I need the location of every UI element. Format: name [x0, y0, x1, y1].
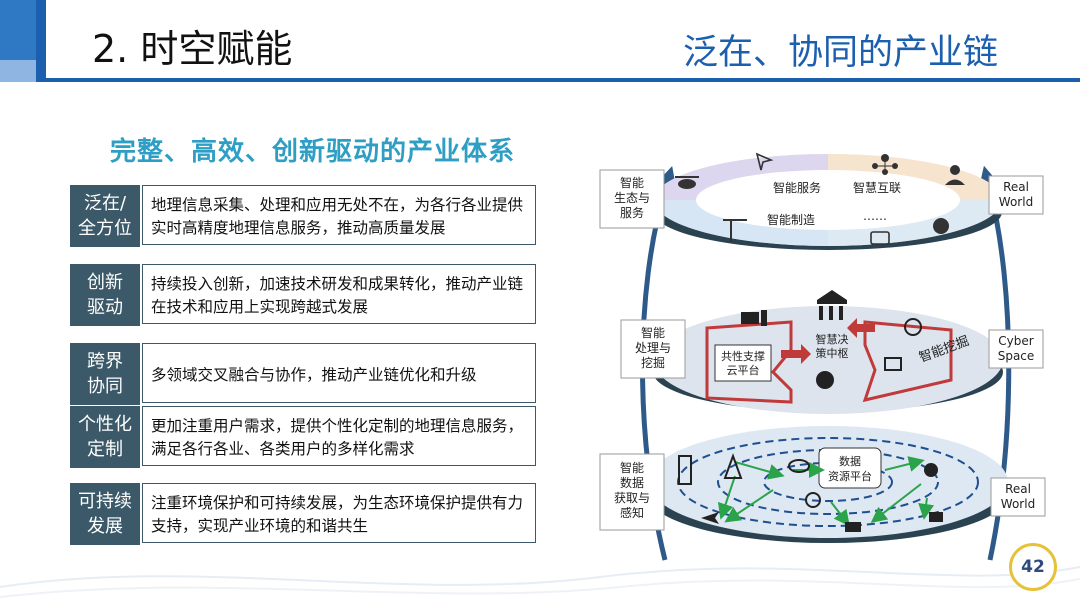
feature-desc: 注重环境保护和可持续发展，为生态环境保护提供有力支持，实现产业环境的和谐共生 [142, 483, 536, 543]
svg-text:获取与: 获取与 [614, 491, 650, 505]
svg-text:Real: Real [1005, 482, 1031, 496]
header-accent-block [0, 0, 36, 60]
left-label-top: 智能 生态与 服务 [599, 169, 665, 229]
bottom-disc: 数据 资源平台 [648, 426, 1008, 543]
feature-tag: 个性化 定制 [70, 406, 140, 468]
svg-text:处理与: 处理与 [635, 341, 671, 355]
bank-icon [817, 290, 847, 320]
satellite-icon [929, 512, 943, 522]
feature-row-sustainability: 可持续 发展 注重环境保护和可持续发展，为生态环境保护提供有力支持，实现产业环境… [70, 483, 538, 545]
svg-text:生态与: 生态与 [614, 191, 650, 205]
svg-text:World: World [1001, 497, 1035, 511]
svg-text:数据: 数据 [620, 475, 644, 490]
gear-cluster-icon [805, 492, 821, 508]
right-label-bottom: Real World [990, 477, 1046, 517]
cursor-icon [755, 152, 774, 171]
globe-icon [933, 218, 949, 234]
quadrant-smart-manufacturing: 智能制造 [767, 212, 815, 227]
feature-desc: 更加注重用户需求，提供个性化定制的地理信息服务，满足各行各业、各类用户的多样化需… [142, 406, 536, 466]
top-disc: 智能服务 智慧互联 智能制造 …… [654, 152, 1002, 250]
svg-text:Real: Real [1003, 180, 1029, 194]
header-accent-bar [36, 0, 46, 82]
crane-icon [723, 219, 747, 242]
section-title: 完整、高效、创新驱动的产业体系 [110, 137, 516, 167]
svg-text:策中枢: 策中枢 [816, 346, 849, 360]
svg-text:World: World [999, 195, 1033, 209]
feature-tag: 泛在/ 全方位 [70, 185, 140, 247]
right-label-top: Real World [988, 175, 1044, 215]
quadrant-smart-interconnect: 智慧互联 [853, 180, 901, 195]
quadrant-more: …… [863, 209, 887, 223]
feature-desc: 持续投入创新，加速技术研发和成果转化，推动产业链在技术和应用上实现跨越式发展 [142, 264, 536, 324]
left-label-bottom: 智能 数据 获取与 感知 [599, 453, 665, 531]
arrow-to-hub-icon [781, 344, 811, 364]
feature-desc: 地理信息采集、处理和应用无处不在，为各行各业提供实时高精度地理信息服务，推动高质… [142, 185, 536, 245]
header-divider [46, 78, 1080, 82]
camera-icon [845, 522, 861, 532]
feature-row-collaboration: 跨界 协同 多领域交叉融合与协作，推动产业链优化和升级 [70, 343, 538, 405]
cloud-icon [788, 459, 810, 473]
svg-text:Cyber: Cyber [998, 334, 1033, 348]
computer-icon [741, 310, 767, 326]
person-icon [945, 165, 965, 185]
quadrant-smart-service: 智能服务 [773, 180, 821, 195]
svg-text:智能: 智能 [620, 175, 644, 190]
page-number: 42 [1021, 557, 1045, 577]
feature-row-innovation: 创新 驱动 持续投入创新，加速技术研发和成果转化，推动产业链在技术和应用上实现跨… [70, 264, 538, 326]
decision-hub-label: 智慧决 [816, 332, 849, 346]
feature-desc: 多领域交叉融合与协作，推动产业链优化和升级 [142, 343, 536, 403]
page-title: 2. 时空赋能 [92, 27, 293, 71]
airplane-icon [701, 512, 719, 524]
brain-gear-icon [816, 371, 834, 389]
svg-text:智能: 智能 [641, 325, 665, 340]
antenna-icon [723, 453, 743, 479]
svg-text:资源平台: 资源平台 [828, 469, 872, 483]
network-icon [872, 154, 898, 175]
feature-row-personalization: 个性化 定制 更加注重用户需求，提供个性化定制的地理信息服务，满足各行各业、各类… [70, 406, 538, 468]
tablet-icon [870, 231, 890, 245]
svg-text:感知: 感知 [620, 505, 644, 520]
page-number-badge: 42 [1009, 543, 1057, 591]
arrow-from-mining-icon [847, 318, 875, 338]
presentation-icon [884, 357, 902, 371]
svg-text:挖掘: 挖掘 [641, 355, 665, 370]
left-label-middle: 智能 处理与 挖掘 [620, 319, 686, 379]
feature-tag: 跨界 协同 [70, 343, 140, 405]
svg-text:Space: Space [998, 349, 1035, 363]
header-accent-block-light [0, 60, 36, 82]
feature-tag: 创新 驱动 [70, 264, 140, 326]
svg-text:服务: 服务 [620, 205, 644, 220]
cloud-platform-label: 共性支撑 [721, 349, 765, 363]
middle-disc: 共性支撑 云平台 智慧决 策中枢 智能挖掘 [653, 290, 1003, 414]
svg-text:智能: 智能 [620, 460, 644, 475]
helicopter-icon [675, 176, 699, 189]
feature-tag: 可持续 发展 [70, 483, 140, 545]
page-subtitle: 泛在、协同的产业链 [682, 33, 998, 73]
industry-chain-diagram: 智能服务 智慧互联 智能制造 …… 共性支撑 云平台 智慧决 策中枢 智能挖掘 [599, 152, 1046, 561]
analytics-icon [904, 318, 922, 336]
data-platform-label: 数据 [839, 454, 861, 468]
right-label-middle: Cyber Space [988, 329, 1044, 369]
satellite-dish-icon [924, 463, 938, 477]
tower-icon [678, 455, 692, 485]
data-flow-arrows [717, 456, 935, 527]
svg-text:云平台: 云平台 [727, 363, 760, 377]
feature-row-ubiquitous: 泛在/ 全方位 地理信息采集、处理和应用无处不在，为各行各业提供实时高精度地理信… [70, 185, 538, 247]
decorative-wave-background [0, 566, 1080, 598]
